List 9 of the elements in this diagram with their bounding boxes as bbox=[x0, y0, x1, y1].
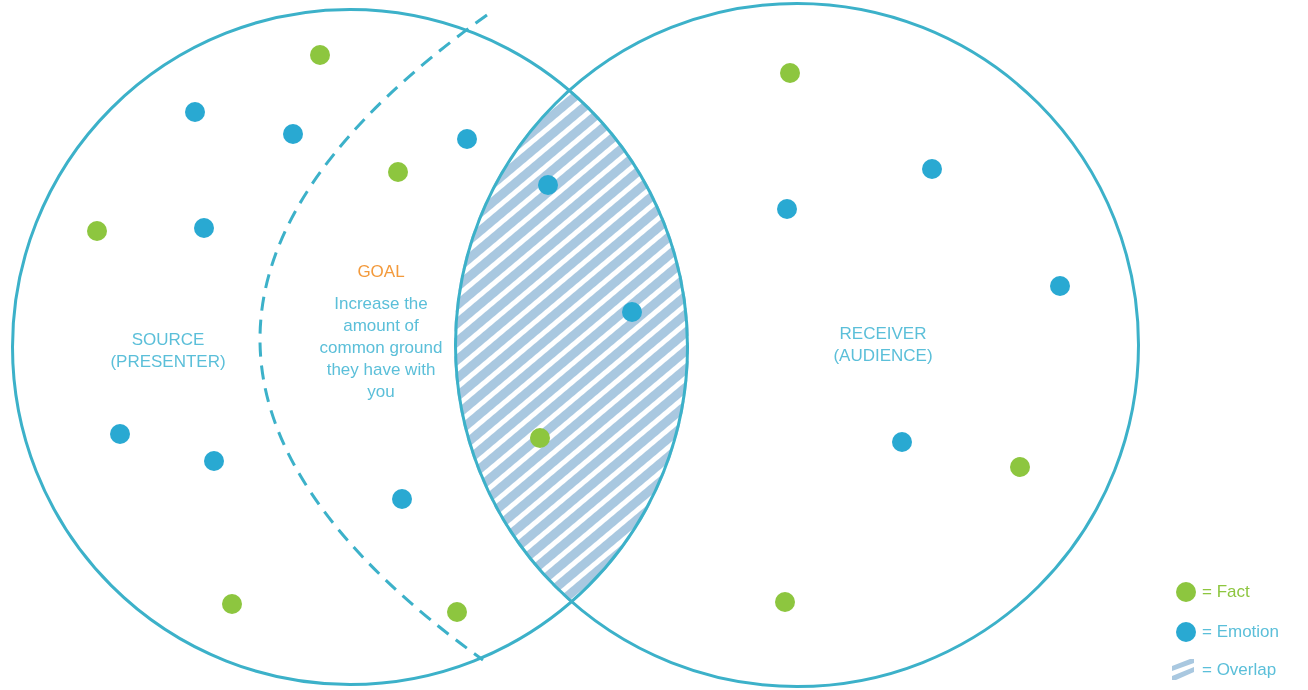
goal-text: Increase the amount of common ground they have with you bbox=[318, 293, 444, 403]
venn-circle bbox=[11, 8, 689, 686]
circle-label: RECEIVER (AUDIENCE) bbox=[832, 323, 934, 367]
legend-label: = Fact bbox=[1202, 581, 1250, 603]
venn-circle bbox=[454, 2, 1140, 688]
goal-heading: GOAL bbox=[356, 261, 406, 283]
legend-label: = Emotion bbox=[1202, 621, 1279, 643]
circle-label: SOURCE (PRESENTER) bbox=[109, 329, 227, 373]
legend-label: = Overlap bbox=[1202, 659, 1277, 681]
